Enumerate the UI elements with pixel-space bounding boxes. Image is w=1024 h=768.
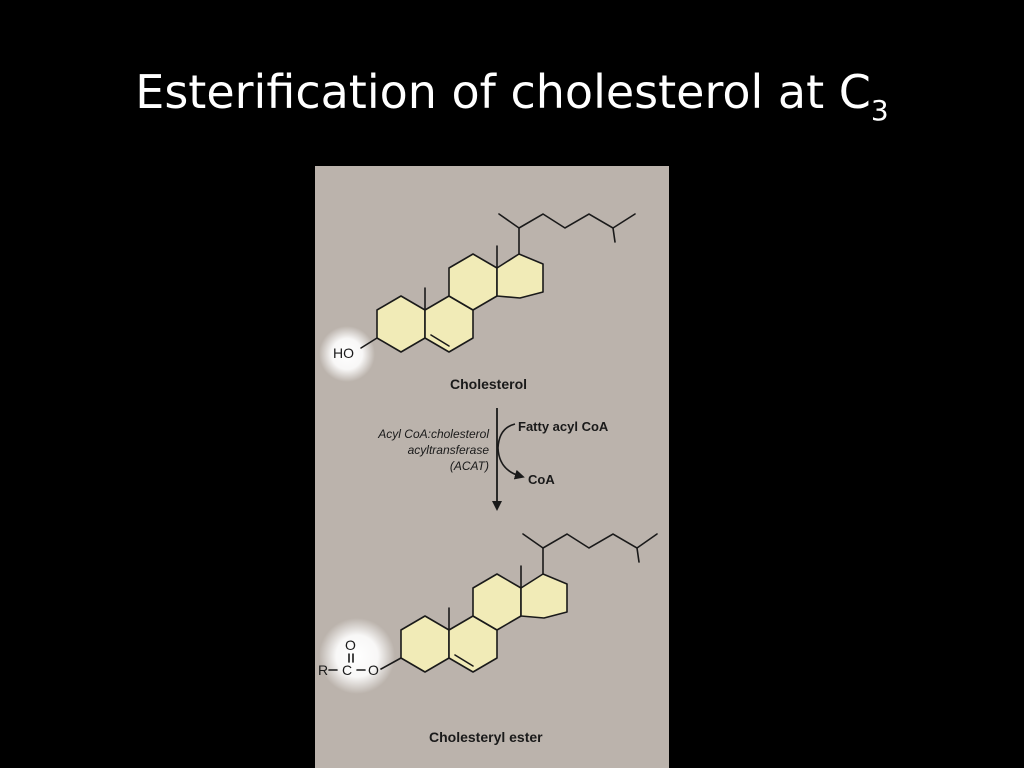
reaction-diagram: HO Cholesterol Acyl CoA:cholesterol acyl… [318, 213, 658, 745]
reaction-step: Acyl CoA:cholesterol acyltransferase (AC… [377, 408, 609, 511]
reactant-in-curve [497, 423, 516, 449]
hydroxyl-label: HO [333, 345, 354, 361]
side-chain-methyl [498, 213, 520, 229]
product-out-curve [497, 447, 525, 480]
hydroxyl-highlight-glow [319, 326, 375, 382]
enzyme-label-line2: acyltransferase [408, 443, 490, 457]
enzyme-label-line3: (ACAT) [450, 459, 489, 473]
cholesteryl-ester-structure: R C O O Cholesteryl ester [318, 533, 658, 745]
ester-side-chain-methyl [522, 533, 544, 549]
figure-panel: HO Cholesterol Acyl CoA:cholesterol acyl… [315, 166, 669, 768]
cholesterol-label: Cholesterol [450, 376, 527, 392]
ester-double-bond [454, 654, 474, 667]
ester-ring-a [400, 615, 450, 673]
enzyme-label-line1: Acyl CoA:cholesterol [377, 427, 489, 441]
reactant-label: Fatty acyl CoA [518, 419, 609, 434]
ester-o-link-label: O [368, 662, 379, 678]
ring-a [376, 295, 426, 353]
hydroxyl-bond [360, 337, 378, 349]
ester-c-label: C [342, 662, 352, 678]
double-bond [430, 334, 450, 347]
side-chain [518, 213, 616, 255]
slide-title-text: Esterification of cholesterol at C [135, 65, 871, 119]
ester-highlight-glow [319, 618, 395, 694]
ester-bond [380, 657, 402, 670]
ester-o-top-label: O [345, 637, 356, 653]
slide-title-subscript: 3 [870, 94, 889, 127]
ester-r-label: R [318, 662, 328, 678]
cholesteryl-ester-label: Cholesteryl ester [429, 729, 543, 745]
product-label: CoA [528, 472, 555, 487]
slide-title: Esterification of cholesterol at C3 [0, 62, 1024, 141]
ring-d [496, 253, 544, 299]
ester-ring-d [520, 573, 568, 619]
ester-side-chain-branch [636, 533, 658, 549]
cholesterol-structure: HO Cholesterol [319, 213, 636, 392]
ester-side-chain [542, 533, 640, 575]
side-chain-branch [612, 213, 636, 229]
